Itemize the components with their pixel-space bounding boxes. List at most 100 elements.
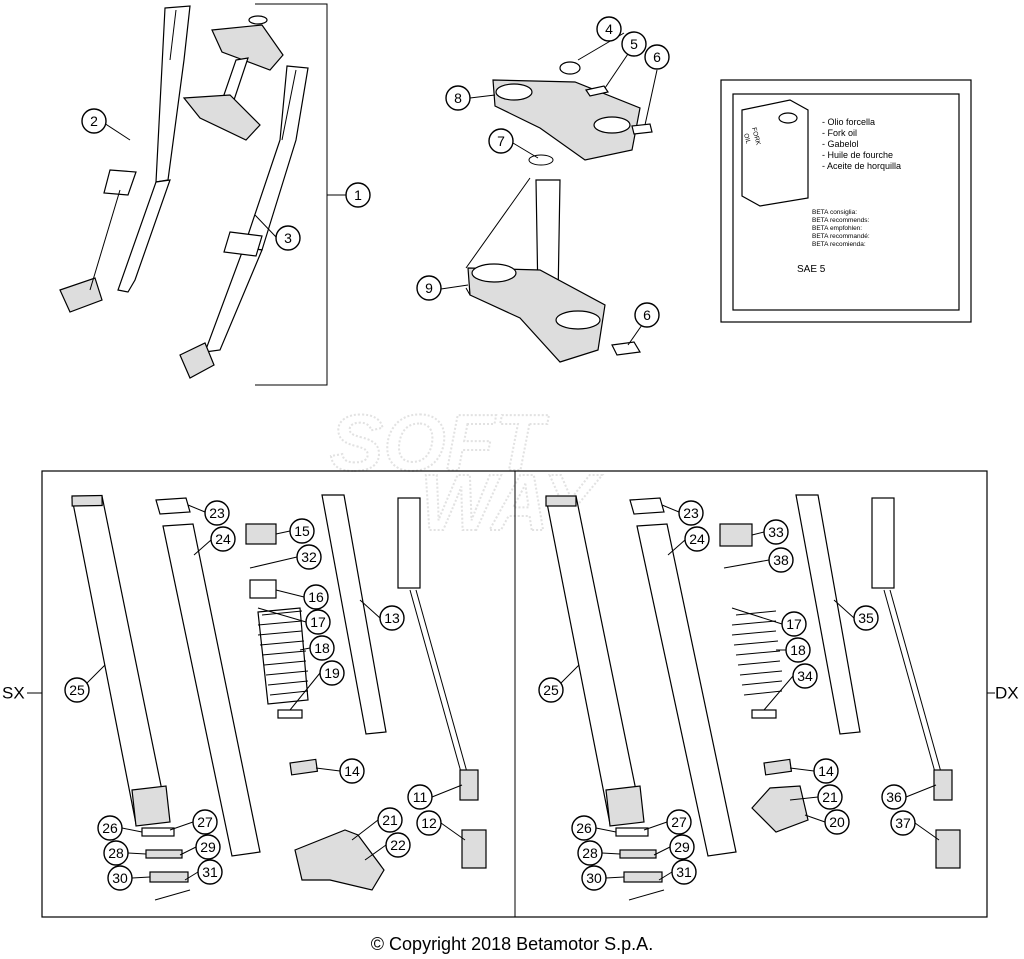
callout-left-32: 32 (296, 544, 322, 570)
callout-right-35: 35 (853, 605, 879, 631)
svg-text:3: 3 (284, 230, 292, 246)
axle-clamp-left (294, 829, 385, 891)
callout-9: 9 (416, 275, 442, 301)
oil-can-label-1: FORK (750, 127, 762, 147)
callout-right-25: 25 (538, 677, 564, 703)
callout-right-34: 34 (792, 663, 818, 689)
callout-right-20: 20 (824, 809, 850, 835)
svg-text:24: 24 (689, 531, 705, 547)
callout-left-28: 28 (103, 840, 129, 866)
callout-4: 4 (596, 16, 622, 42)
callout-left-29: 29 (195, 834, 221, 860)
svg-text:18: 18 (790, 642, 806, 658)
svg-text:21: 21 (822, 789, 838, 805)
svg-text:6: 6 (653, 49, 661, 65)
callout-1: 1 (345, 182, 371, 208)
callout-right-27: 27 (666, 809, 692, 835)
oil-recommend-en: BETA recommends: (812, 217, 870, 224)
callout-right-14: 14 (813, 758, 839, 784)
svg-text:29: 29 (674, 839, 690, 855)
callout-right-31: 31 (671, 859, 697, 885)
oil-recommend-es: BETA recomienda: (812, 241, 866, 248)
svg-text:27: 27 (197, 814, 213, 830)
callout-right-17: 17 (781, 611, 807, 637)
svg-text:27: 27 (671, 814, 687, 830)
svg-text:6: 6 (643, 307, 651, 323)
side-label-right: DX (995, 684, 1019, 703)
fork-leg-left-illustration (59, 5, 191, 313)
svg-text:33: 33 (768, 524, 784, 540)
valve-right (935, 829, 961, 869)
svg-text:18: 18 (314, 640, 330, 656)
oil-recommend-de: BETA empfohlen: (812, 225, 862, 232)
oil-can-icon (741, 99, 809, 207)
svg-text:25: 25 (543, 682, 559, 698)
svg-text:19: 19 (324, 665, 340, 681)
svg-text:28: 28 (108, 845, 124, 861)
upper-triple-clamp-illustration (492, 61, 653, 166)
svg-text:14: 14 (818, 763, 834, 779)
callout-right-29: 29 (669, 834, 695, 860)
callout-right-24: 24 (684, 526, 710, 552)
callout-left-31: 31 (197, 859, 223, 885)
spring-right (731, 610, 783, 696)
oil-name-fr: - Huile de fourche (822, 150, 893, 160)
damper-rod-left (321, 494, 387, 735)
fork-oil-box: FORK OIL - Olio forcella - Fork oil - Ga… (720, 79, 972, 323)
callout-right-37: 37 (890, 810, 916, 836)
oil-recommend-it: BETA consiglia: (812, 209, 857, 216)
callout-3: 3 (275, 225, 301, 251)
svg-text:26: 26 (102, 820, 118, 836)
callout-left-22: 22 (385, 832, 411, 858)
svg-text:15: 15 (294, 523, 310, 539)
callouts-left-panel: 23 24 15 32 16 17 18 19 13 25 14 11 12 2… (64, 500, 442, 891)
svg-text:23: 23 (683, 505, 699, 521)
inner-tube-left (162, 523, 261, 857)
svg-text:12: 12 (421, 815, 437, 831)
oil-name-it: - Olio forcella (822, 117, 875, 127)
callout-left-25: 25 (64, 677, 90, 703)
callout-left-18: 18 (309, 635, 335, 661)
callout-right-26: 26 (571, 815, 597, 841)
callout-left-12: 12 (416, 810, 442, 836)
svg-text:5: 5 (630, 36, 638, 52)
svg-text:30: 30 (112, 870, 128, 886)
svg-text:23: 23 (209, 505, 225, 521)
inner-tube-right (636, 523, 737, 857)
oil-name-es: - Aceite de horquilla (822, 161, 901, 171)
svg-text:7: 7 (497, 133, 505, 149)
callout-left-27: 27 (192, 809, 218, 835)
callout-left-14: 14 (339, 758, 365, 784)
right-panel-parts (545, 494, 961, 901)
axle-clamp-right (751, 785, 809, 833)
callout-right-21: 21 (817, 784, 843, 810)
oil-can-label-2: OIL (742, 133, 752, 145)
callout-right-36: 36 (881, 784, 907, 810)
svg-text:1: 1 (354, 187, 362, 203)
copyright-notice: © Copyright 2018 Betamotor S.p.A. (370, 934, 654, 954)
callout-right-23: 23 (678, 500, 704, 526)
callout-right-28: 28 (577, 840, 603, 866)
svg-text:17: 17 (310, 614, 326, 630)
svg-text:17: 17 (786, 616, 802, 632)
side-label-left: SX (2, 684, 25, 703)
spring-left (257, 607, 309, 705)
callout-right-33: 33 (763, 519, 789, 545)
oil-recommend-fr: BETA recommandé: (812, 233, 870, 240)
svg-text:34: 34 (797, 668, 813, 684)
damper-rod-right (795, 494, 861, 735)
callout-left-17: 17 (305, 609, 331, 635)
fork-leg-right-illustration (179, 65, 309, 379)
outer-tube-left (71, 495, 169, 825)
callout-left-26: 26 (97, 815, 123, 841)
svg-text:31: 31 (202, 864, 218, 880)
callout-right-30: 30 (581, 865, 607, 891)
left-panel-parts (71, 494, 487, 901)
callout-6-lower: 6 (634, 302, 660, 328)
svg-text:13: 13 (384, 610, 400, 626)
top-callouts: 1 2 3 4 5 6 7 8 9 6 (81, 16, 670, 346)
callout-left-30: 30 (107, 865, 133, 891)
callout-6-upper: 6 (644, 44, 670, 70)
svg-text:14: 14 (344, 763, 360, 779)
